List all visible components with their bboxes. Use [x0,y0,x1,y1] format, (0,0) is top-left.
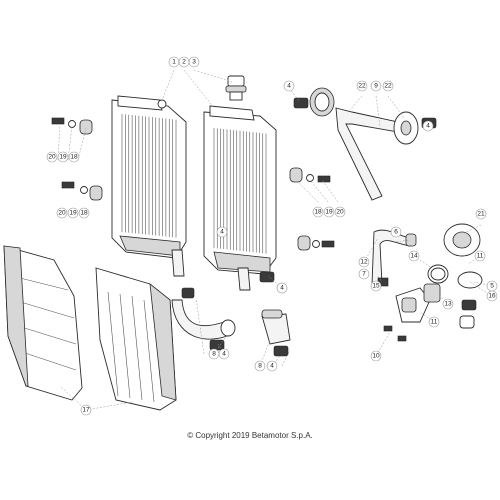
callout-9: 9 [370,80,382,92]
callout-19: 19 [57,151,69,163]
callout-8: 8 [254,360,266,372]
leader-lines [57,69,493,411]
callout-label: 13 [444,301,452,308]
right-radiator [203,105,277,291]
callout-19: 19 [323,206,335,218]
callout-label: 6 [394,229,398,236]
radiator-shroud-right [95,267,177,411]
callout-label: 17 [82,407,90,414]
callout-13: 13 [442,298,454,310]
callout-label: 20 [58,210,66,217]
callout-4: 4 [276,282,288,294]
callout-4: 4 [266,360,278,372]
callout-label: 16 [488,293,496,300]
callout-label: 7 [362,271,366,278]
callout-22: 22 [356,80,368,92]
callout-label: 11 [477,253,484,260]
callout-label: 5 [490,283,494,290]
radiator-shroud-left [3,245,83,401]
callout-14: 14 [408,250,420,262]
callout-1: 1 [168,56,180,68]
callout-label: 18 [314,209,322,216]
callout-label: 10 [372,353,380,360]
callout-5: 5 [486,280,498,292]
part-callouts: 1234229224201918201918418192062114115161… [46,56,498,416]
callout-2: 2 [178,56,190,68]
callout-label: 19 [325,209,333,216]
callout-label: 21 [477,211,485,218]
callout-7: 7 [358,268,370,280]
callout-label: 11 [431,319,438,326]
callout-label: 4 [220,229,224,236]
callout-label: 4 [280,285,284,292]
callout-19: 19 [67,207,79,219]
callout-label: 2 [182,59,186,66]
lower-hose-right [261,309,291,345]
callout-20: 20 [334,206,346,218]
callout-6: 6 [390,226,402,238]
t-hose [309,87,419,201]
callout-10: 10 [370,350,382,362]
callout-18: 18 [78,207,90,219]
mount-hardware-right [289,167,335,251]
callout-20: 20 [46,151,58,163]
callout-8: 8 [208,348,220,360]
hose-clamps [209,97,477,357]
mount-hardware-left [51,117,103,201]
callout-label: 12 [360,259,368,266]
callout-4: 4 [283,80,295,92]
callout-label: 15 [372,283,380,290]
callout-4: 4 [216,226,228,238]
water-pump-parts [371,223,483,342]
callout-label: 9 [374,83,378,90]
callout-4: 4 [422,120,434,132]
lower-hose-left [171,287,236,340]
callout-15: 15 [370,280,382,292]
callout-label: 19 [69,210,77,217]
callout-20: 20 [56,207,68,219]
left-radiator [111,95,187,277]
callout-label: 3 [192,59,196,66]
callout-22: 22 [382,80,394,92]
callout-label: 20 [336,209,344,216]
radiator-cap [225,75,247,101]
callout-21: 21 [475,208,487,220]
callout-label: 4 [270,363,274,370]
callout-label: 22 [384,83,392,90]
callout-18: 18 [312,206,324,218]
callout-label: 4 [222,351,226,358]
callout-label: 14 [410,253,418,260]
callout-label: 4 [287,83,291,90]
callout-12: 12 [358,256,370,268]
callout-3: 3 [188,56,200,68]
copyright-notice: © Copyright 2019 Betamotor S.p.A. [187,431,313,440]
callout-label: 8 [258,363,262,370]
callout-16: 16 [486,290,498,302]
callout-label: 22 [358,83,366,90]
callout-4: 4 [218,348,230,360]
callout-17: 17 [80,404,92,416]
callout-11: 11 [474,250,486,262]
callout-label: 1 [172,59,176,66]
callout-label: 20 [48,154,56,161]
callout-label: 8 [212,351,216,358]
callout-label: 19 [59,154,67,161]
callout-18: 18 [68,151,80,163]
callout-label: 18 [80,210,88,217]
callout-label: 18 [70,154,78,161]
callout-11: 11 [428,316,440,328]
callout-label: 4 [426,123,430,130]
